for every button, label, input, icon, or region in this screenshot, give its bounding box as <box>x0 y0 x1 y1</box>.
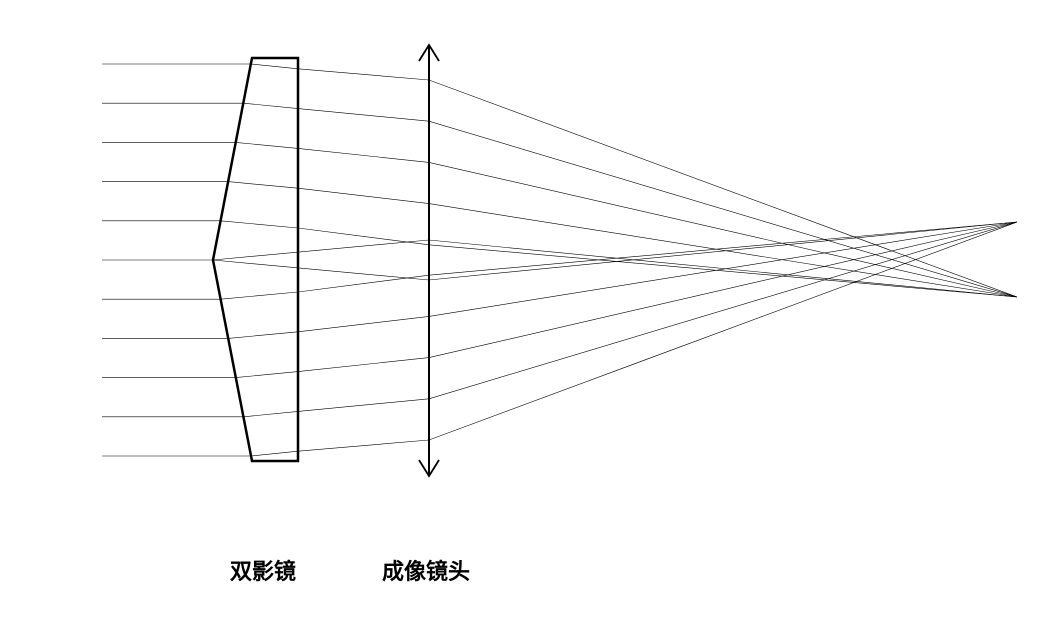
biprism-label: 双影镜 <box>230 560 297 585</box>
light-ray <box>102 239 1018 298</box>
light-ray <box>102 221 1018 378</box>
light-ray <box>212 221 1018 281</box>
biprism-outline <box>211 56 300 463</box>
light-ray <box>102 63 1018 298</box>
imaging-lens-bottom-arrow <box>418 459 440 478</box>
light-ray <box>102 221 1018 418</box>
light-ray <box>102 142 1018 298</box>
light-ray <box>102 102 1018 298</box>
imaging-lens-label: 成像镜头 <box>382 560 471 585</box>
light-ray <box>102 221 1018 300</box>
light-ray <box>102 181 1018 298</box>
light-ray <box>102 221 1018 339</box>
light-ray <box>102 220 1018 298</box>
imaging-lens-top-arrow <box>418 43 440 62</box>
light-ray <box>102 221 1018 457</box>
